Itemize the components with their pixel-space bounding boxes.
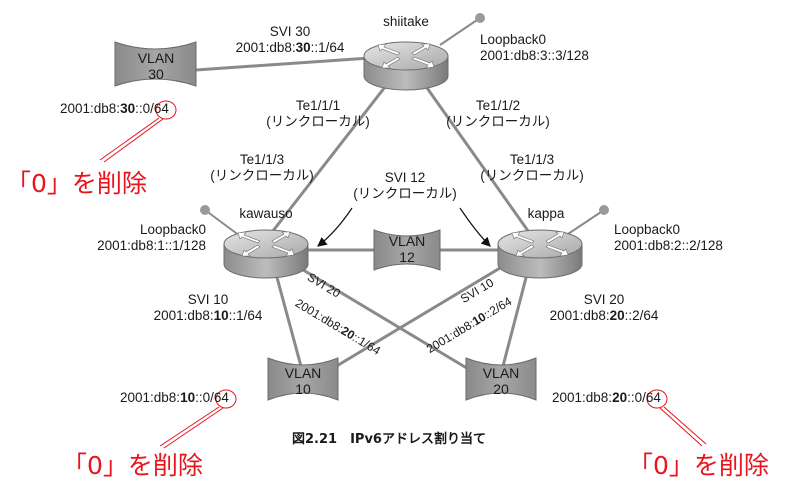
- router-name-kappa: kappa: [527, 206, 565, 221]
- svi20-block: SVI 20 2001:db8:20::2/64: [550, 292, 659, 324]
- iface-kawauso-top: Te1/1/3 (リンクローカル): [210, 152, 314, 184]
- svi12-label: SVI 12: [384, 170, 426, 185]
- link-kappa-vlan10: [329, 260, 511, 372]
- loopback-kappa-addr: 2001:db8:2::2/128: [614, 238, 723, 253]
- figure-caption: 図2.21 IPv6アドレス割り当て: [292, 432, 486, 447]
- annotation-remove-zero-3: 「0」を削除: [628, 451, 769, 480]
- iface-shiitake-right-name: Te1/1/2: [475, 98, 521, 113]
- svi20-address: 2001:db8:20::2/64: [549, 308, 659, 323]
- router-shiitake-icon: [363, 41, 449, 91]
- prefix-vlan20: 2001:db8:20::0/64: [552, 390, 661, 405]
- prefix-vlan10: 2001:db8:10::0/64: [120, 390, 229, 405]
- svi10-label: SVI 10: [187, 292, 229, 307]
- iface-shiitake-right: Te1/1/2 (リンクローカル): [446, 98, 550, 130]
- loopback-kappa-label: Loopback0: [614, 222, 681, 237]
- iface-kappa-top-sub: (リンクローカル): [480, 168, 584, 183]
- vlan12-label-line2: 12: [399, 249, 415, 265]
- loopback-dot-shiitake: [475, 13, 485, 23]
- link-shiitake-kawauso: [260, 77, 394, 246]
- link-kappa-loopback: [564, 209, 605, 237]
- loopback-kawauso-addr: 2001:db8:1::1/128: [97, 238, 206, 253]
- svi30-block: SVI 30 2001:db8:30::1/64: [236, 24, 345, 56]
- router-name-shiitake: shiitake: [383, 14, 429, 29]
- iface-kappa-top-name: Te1/1/3: [509, 152, 555, 167]
- link-shiitake-loopback: [439, 17, 481, 46]
- svi12-arrow-right: [459, 207, 491, 247]
- svi12-block: SVI 12 (リンクローカル): [353, 170, 457, 202]
- vlan10-label-line2: 10: [295, 381, 311, 397]
- vlan30-label-line2: 30: [148, 66, 164, 82]
- svi30-label: SVI 30: [269, 24, 311, 39]
- svi30-address: 2001:db8:30::1/64: [235, 40, 345, 55]
- links: [195, 17, 605, 372]
- link-kawauso-loopback: [204, 209, 241, 237]
- vlan20-icon: [465, 357, 537, 401]
- router-kappa-icon: [497, 229, 583, 279]
- annotation-remove-zero-2: 「0」を削除: [62, 451, 203, 480]
- vlan10-icon: [267, 357, 339, 401]
- zero-circle-30: [155, 100, 177, 120]
- vlan12-label-line1: VLAN: [388, 233, 426, 249]
- iface-shiitake-left-name: Te1/1/1: [295, 98, 341, 113]
- highlight-marks: [99, 100, 707, 449]
- svi10-block: SVI 10 2001:db8:10::1/64: [154, 292, 263, 324]
- svi12-sub: (リンクローカル): [353, 186, 457, 201]
- link-kappa-vlan20: [500, 269, 530, 371]
- prefix-vlan30: 2001:db8:30::0/64: [60, 101, 169, 116]
- vlan20-label-line2: 20: [493, 381, 509, 397]
- loopback-shiitake-addr: 2001:db8:3::3/128: [480, 48, 589, 63]
- iface-shiitake-right-sub: (リンクローカル): [446, 114, 550, 129]
- vlan20-label: VLAN 20: [481, 365, 521, 397]
- loopback-dot-kawauso: [200, 205, 210, 215]
- loopback-shiitake-label: Loopback0: [480, 32, 547, 47]
- link-vlan30-shiitake: [195, 56, 371, 72]
- vlan12-icon: [373, 229, 441, 271]
- svi12-arrow-left: [317, 207, 353, 247]
- vlan30-label-line1: VLAN: [137, 50, 175, 66]
- vlan30-label: VLAN 30: [136, 50, 176, 82]
- link-kawauso-vlan10: [273, 269, 304, 371]
- loopback-kappa: Loopback0 2001:db8:2::2/128: [614, 222, 723, 254]
- vlan10-label: VLAN 10: [283, 365, 323, 397]
- annotation-remove-zero-1: 「0」を削除: [6, 169, 147, 198]
- loopback-kawauso: Loopback0 2001:db8:1::1/128: [97, 222, 206, 254]
- iface-shiitake-left-sub: (リンクローカル): [266, 114, 370, 129]
- router-name-kawauso: kawauso: [239, 206, 293, 221]
- vlan30-icon: [114, 41, 197, 87]
- iface-kawauso-top-sub: (リンクローカル): [210, 168, 314, 183]
- vlan12-label: VLAN 12: [387, 233, 427, 265]
- zero-circle-10: [215, 389, 237, 409]
- iface-kappa-top: Te1/1/3 (リンクローカル): [480, 152, 584, 184]
- iface-shiitake-left: Te1/1/1 (リンクローカル): [266, 98, 370, 130]
- loopback-shiitake: Loopback0 2001:db8:3::3/128: [480, 32, 589, 64]
- iface-kawauso-top-name: Te1/1/3: [239, 152, 285, 167]
- svi10-address: 2001:db8:10::1/64: [153, 308, 263, 323]
- zero-circle-20: [646, 389, 668, 409]
- router-kawauso-icon: [223, 229, 309, 279]
- loopback-kawauso-label: Loopback0: [139, 222, 206, 237]
- vlan20-label-line1: VLAN: [482, 365, 520, 381]
- link-kawauso-vlan20: [289, 260, 471, 372]
- link-shiitake-kappa: [418, 77, 540, 246]
- vlan10-label-line1: VLAN: [284, 365, 322, 381]
- svi20-label: SVI 20: [583, 292, 625, 307]
- loopback-dot-kappa: [599, 205, 609, 215]
